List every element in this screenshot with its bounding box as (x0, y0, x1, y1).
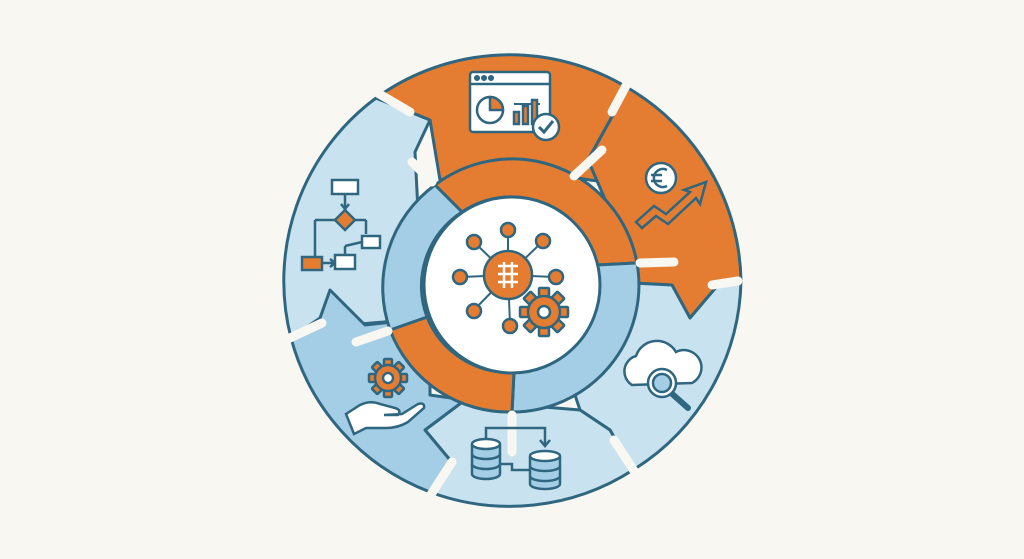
cloud-search-icon (623, 339, 703, 411)
network-hub-gear-icon (451, 221, 570, 338)
hand-gear-icon (344, 357, 426, 436)
segment-gaps (285, 77, 743, 501)
database-sync-icon (470, 426, 562, 491)
flowchart-icon (300, 178, 382, 272)
euro-growth-arrow-icon (634, 161, 708, 230)
dashboard-chart-check-icon (468, 70, 561, 142)
